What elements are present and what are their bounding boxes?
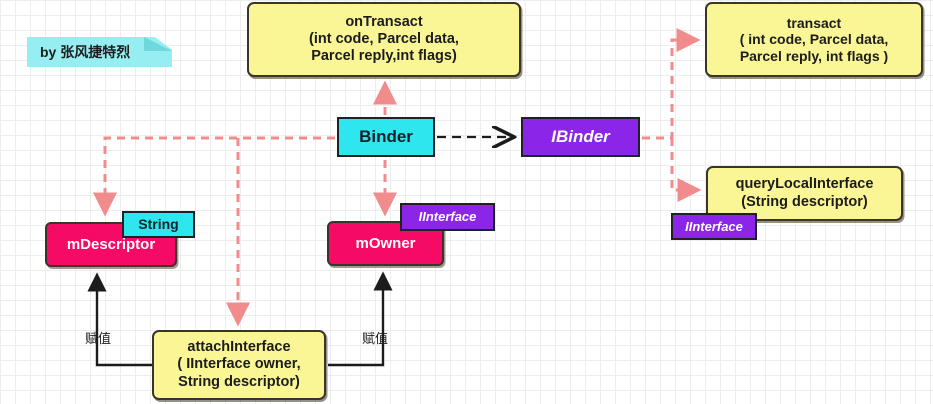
badge-iinterface-owner[interactable]: IInterface: [400, 203, 495, 231]
node-ibinder[interactable]: IBinder: [521, 117, 640, 157]
badge-iinterface-query-label: IInterface: [685, 218, 743, 234]
node-binder[interactable]: Binder: [337, 117, 435, 157]
credit-ribbon: by 张风捷特烈: [27, 37, 172, 67]
badge-string-label: String: [138, 216, 179, 233]
ibinder-label: IBinder: [551, 126, 610, 146]
edge-ibinder-to-querylocalinterface: [670, 138, 702, 202]
ontransact-line2: (int code, Parcel data,: [309, 30, 459, 47]
querylocalinterface-line2: (String descriptor): [741, 193, 868, 210]
ontransact-line3: Parcel reply,int flags): [311, 48, 457, 65]
binder-label: Binder: [359, 126, 413, 146]
transact-line3: Parcel reply, int flags ): [739, 47, 889, 64]
mdescriptor-label: mDescriptor: [66, 235, 156, 253]
node-transact[interactable]: transact ( int code, Parcel data, Parcel…: [705, 2, 923, 77]
edge-ibinder-to-transact: [642, 28, 701, 140]
transact-line1: transact: [786, 14, 842, 31]
badge-string-type[interactable]: String: [122, 211, 195, 238]
mowner-label: mOwner: [355, 234, 416, 252]
edge-attachinterface-assign-mowner: [328, 271, 393, 367]
ontransact-line1: onTransact: [345, 13, 423, 30]
edge-binder-to-mdescriptor: [93, 136, 335, 217]
attachinterface-line3: String descriptor): [178, 373, 300, 390]
badge-iinterface-querylocalinterface[interactable]: IInterface: [671, 213, 757, 240]
node-attachinterface[interactable]: attachInterface ( IInterface owner, Stri…: [152, 330, 326, 400]
edge-label-assign-right: 赋值: [362, 331, 389, 346]
edge-label-assign-left: 赋值: [85, 331, 112, 346]
attachinterface-line1: attachInterface: [187, 339, 291, 356]
querylocalinterface-line1: queryLocalInterface: [735, 176, 874, 193]
transact-line2: ( int code, Parcel data,: [739, 31, 889, 48]
badge-iinterface-owner-label: IInterface: [418, 209, 477, 225]
attachinterface-line2: ( IInterface owner,: [177, 356, 301, 373]
ribbon-fold-corner: [144, 37, 172, 51]
edge-attachinterface-assign-mdescriptor: [87, 272, 152, 367]
credit-text: by 张风捷特烈: [40, 44, 131, 60]
node-ontransact[interactable]: onTransact (int code, Parcel data, Parce…: [247, 2, 521, 77]
node-querylocalinterface[interactable]: queryLocalInterface (String descriptor): [706, 166, 903, 221]
